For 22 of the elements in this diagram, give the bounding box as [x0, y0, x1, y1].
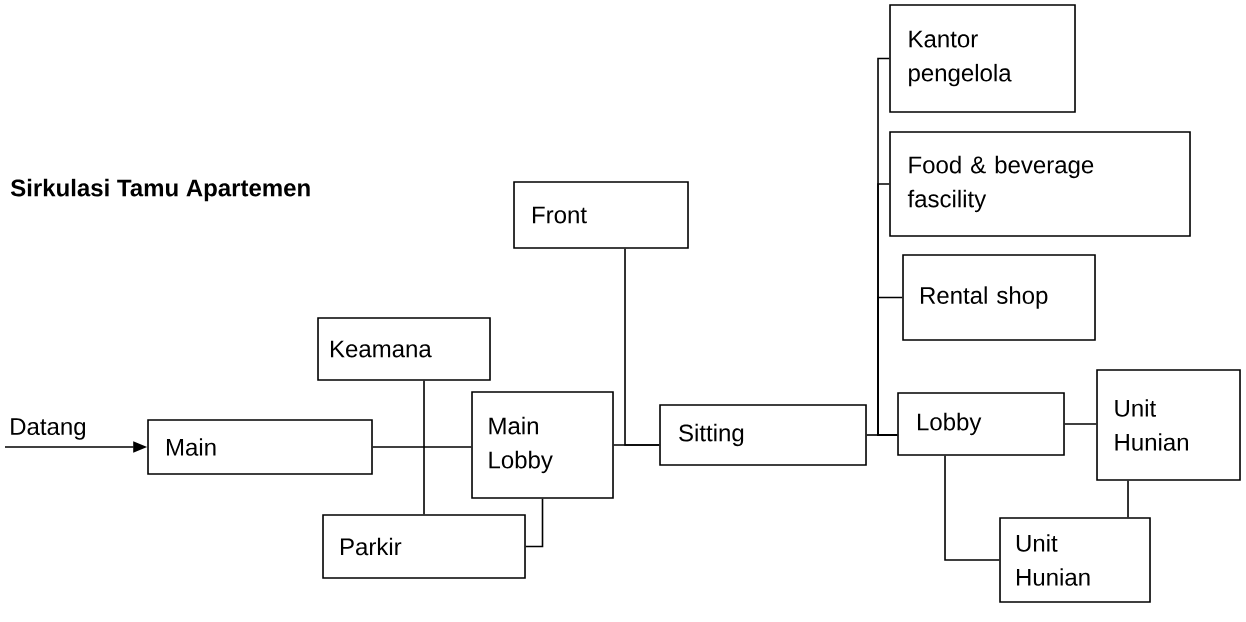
process-box: Main Lobby — [471, 391, 614, 499]
connector-line — [372, 446, 472, 448]
process-box: Unit Hunian — [999, 517, 1151, 603]
process-box: Front — [513, 181, 689, 249]
connector-line — [525, 498, 544, 548]
process-box: Food & beverage fascility — [889, 131, 1191, 237]
process-box: Keamana — [317, 317, 491, 381]
process-box: Parkir — [322, 514, 526, 579]
connector-line — [1064, 423, 1097, 425]
process-box: Kantor pengelola — [889, 4, 1076, 113]
connector-line — [1127, 480, 1129, 518]
process-box: Rental shop — [902, 254, 1096, 341]
process-box: Lobby — [897, 392, 1065, 456]
connector-line — [944, 455, 1000, 561]
connector-line — [423, 380, 425, 515]
process-box: Main — [147, 419, 373, 475]
heading: Sirkulasi Tamu Apartemen — [10, 178, 310, 202]
connector-line — [877, 296, 903, 436]
connector-line — [624, 248, 660, 446]
edge-label: Datang — [11, 418, 86, 440]
process-box: Sitting — [659, 404, 867, 466]
process-box: Unit Hunian — [1096, 369, 1241, 481]
